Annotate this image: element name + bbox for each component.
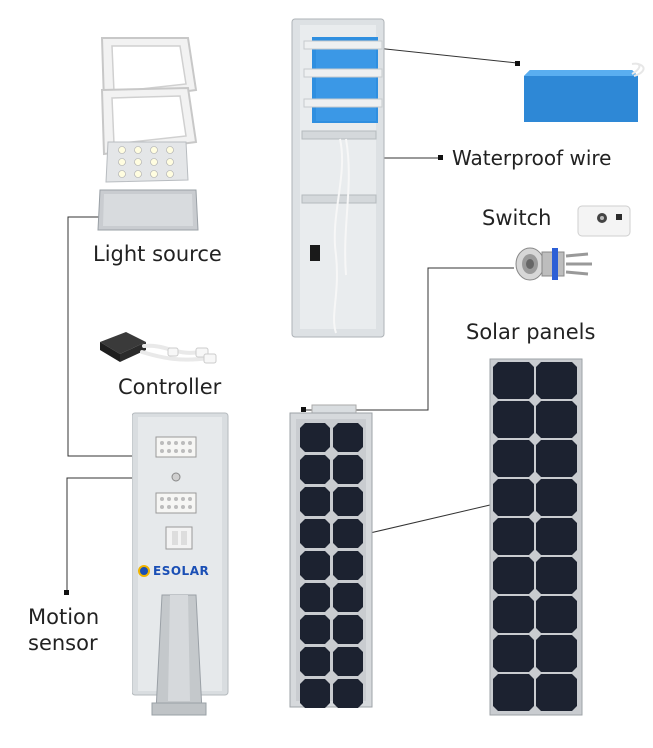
label-controller: Controller	[118, 375, 222, 399]
solar-cell	[300, 455, 330, 484]
solar-cell	[333, 487, 363, 516]
gasket-frame-bottom	[100, 86, 198, 156]
solar-cell	[300, 679, 330, 708]
solar-cell	[333, 519, 363, 548]
light-source-parts	[97, 37, 199, 231]
lamp-front-housing	[132, 412, 229, 716]
solar-cell	[493, 479, 534, 516]
solar-cell	[333, 615, 363, 644]
solar-cell	[536, 635, 577, 672]
battery-pack	[524, 62, 645, 122]
solar-cell	[300, 615, 330, 644]
solar-cell	[493, 362, 534, 399]
label-motion-sensor-line1: Motion	[28, 605, 100, 629]
switch-image	[515, 247, 592, 281]
solar-cell	[536, 674, 577, 711]
solar-cell	[536, 557, 577, 594]
label-solar-panels: Solar panels	[466, 320, 596, 344]
label-switch: Switch	[482, 206, 552, 230]
solar-cell	[333, 679, 363, 708]
solar-cell	[493, 557, 534, 594]
solar-cell	[493, 674, 534, 711]
heat-sink	[97, 189, 199, 231]
led-board	[105, 141, 189, 183]
controller-image	[100, 332, 217, 364]
solar-cell	[536, 362, 577, 399]
solar-cell	[493, 596, 534, 633]
solar-cell	[536, 401, 577, 438]
label-waterproof-wire: Waterproof wire	[452, 146, 612, 170]
solar-panel-large	[489, 358, 583, 716]
solar-cell	[493, 401, 534, 438]
solar-cell	[493, 518, 534, 555]
battery-housing	[291, 18, 385, 338]
solar-cell	[300, 551, 330, 580]
brand-logo: ESOLAR	[138, 564, 209, 578]
logo-text: ESOLAR	[153, 564, 210, 578]
solar-cell	[536, 479, 577, 516]
label-motion-sensor: Motion sensor	[28, 604, 99, 656]
solar-cell	[333, 455, 363, 484]
solar-cell	[493, 440, 534, 477]
label-motion-sensor-line2: sensor	[28, 631, 98, 655]
solar-cell	[333, 423, 363, 452]
solar-cell	[300, 487, 330, 516]
leader-dot-wire	[438, 155, 443, 160]
solar-cell	[536, 596, 577, 633]
solar-cell	[493, 635, 534, 672]
leader-dot-motion	[64, 590, 69, 595]
solar-cell	[300, 583, 330, 612]
label-light-source: Light source	[93, 242, 222, 266]
solar-cell	[333, 647, 363, 676]
solar-cell	[333, 551, 363, 580]
solar-cell	[300, 519, 330, 548]
solar-cell	[333, 583, 363, 612]
solar-cell	[300, 423, 330, 452]
gasket-frame-top	[100, 37, 198, 104]
solar-cell	[536, 440, 577, 477]
solar-cell	[300, 647, 330, 676]
solar-cell	[536, 518, 577, 555]
logo-swirl-icon	[138, 565, 150, 577]
switch-thumbnail	[577, 205, 631, 237]
solar-panel-lamp	[289, 404, 373, 708]
